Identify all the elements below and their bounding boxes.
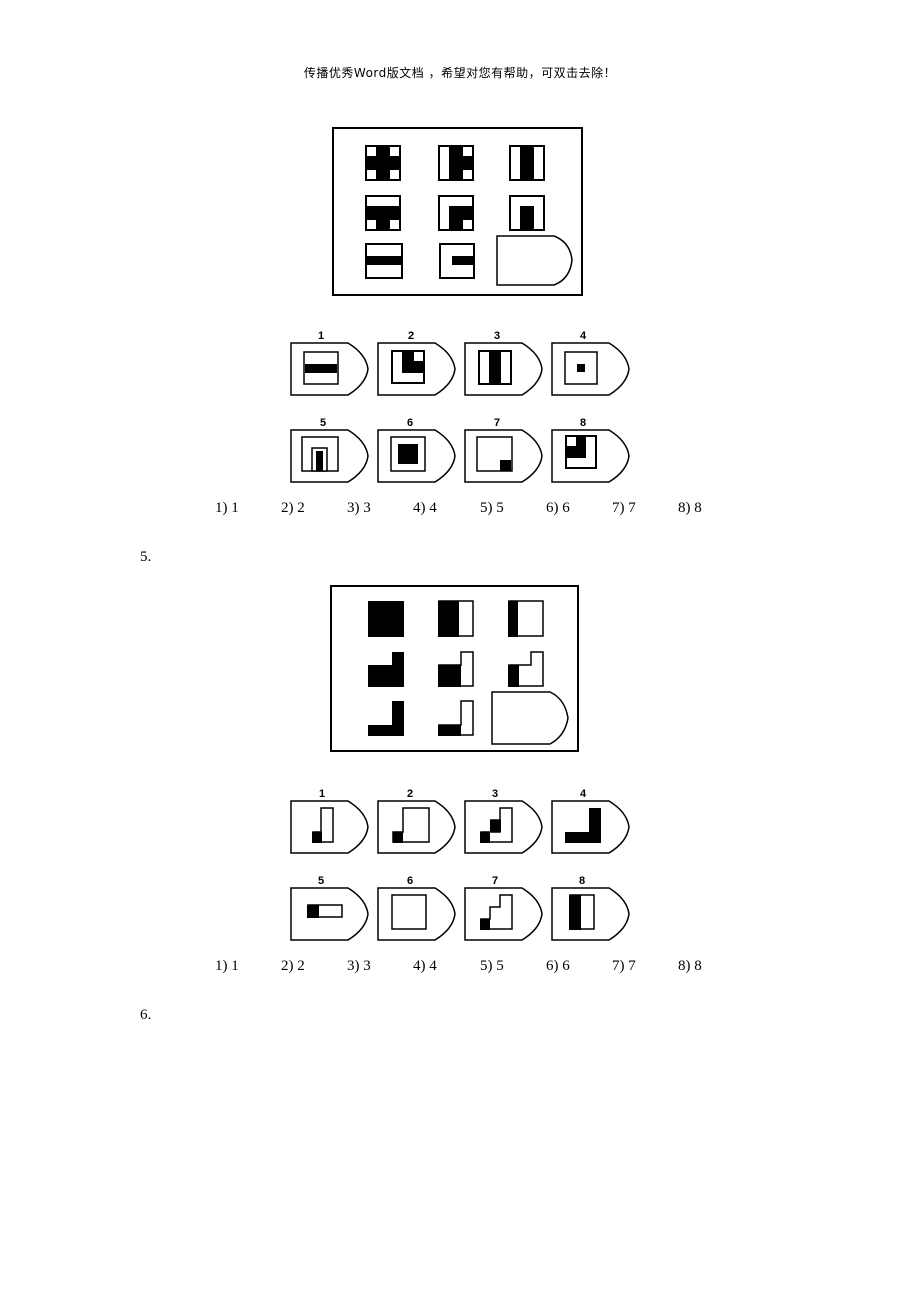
q4-cell-2-1 <box>365 195 401 231</box>
q5-options-figure: 1 2 3 4 5 6 7 8 <box>290 788 630 941</box>
answer-choice[interactable]: 7) 7 <box>612 958 636 974</box>
q4-options-figure: 1 2 3 4 5 6 7 <box>290 330 630 483</box>
q4-option-5[interactable]: 5 <box>290 417 369 483</box>
answer-choice[interactable]: 6) 6 <box>546 958 570 974</box>
q4-option-6[interactable]: 6 <box>377 417 456 483</box>
q4-option-3[interactable]: 3 <box>464 330 543 396</box>
answer-choice[interactable]: 1) 1 <box>215 500 239 516</box>
q4-option-2[interactable]: 2 <box>377 330 456 396</box>
option-label: 4 <box>580 330 587 342</box>
answer-choice[interactable]: 4) 4 <box>413 958 437 974</box>
q5-cell-2-1 <box>368 652 404 687</box>
page-header: 传播优秀Word版文档 ，希望对您有帮助，可双击去除！ <box>303 66 617 80</box>
q4-option-4[interactable]: 4 <box>551 330 630 396</box>
answer-choice[interactable]: 8) 8 <box>678 958 702 974</box>
q4-cell-1-2 <box>438 145 474 181</box>
option-label: 6 <box>407 875 413 887</box>
question-number: 6. <box>140 1007 152 1023</box>
answer-choice[interactable]: 2) 2 <box>281 500 305 516</box>
answer-choice[interactable]: 6) 6 <box>546 500 570 516</box>
option-label: 2 <box>407 788 413 800</box>
q5-cell-1-3 <box>508 600 544 637</box>
q5-matrix-figure <box>330 585 579 752</box>
q4-option-8[interactable]: 8 <box>551 417 630 483</box>
q5-option-3[interactable]: 3 <box>464 788 543 854</box>
q5-cell-3-2 <box>438 700 474 736</box>
q5-cell-1-2 <box>438 600 474 637</box>
q5-cell-2-2 <box>438 651 474 687</box>
q5-missing-cell-shape <box>491 691 569 745</box>
q4-cell-3-1 <box>365 243 403 279</box>
answer-choice[interactable]: 3) 3 <box>347 500 371 516</box>
option-label: 1 <box>318 330 324 342</box>
option-label: 8 <box>579 875 585 887</box>
q4-missing-cell-shape <box>496 235 573 286</box>
option-label: 5 <box>320 417 326 429</box>
answer-choice[interactable]: 4) 4 <box>413 500 437 516</box>
q5-answer-choices: 1) 1 2) 2 3) 3 4) 4 5) 5 6) 6 7) 7 8) 8 <box>0 958 920 978</box>
q5-option-6[interactable]: 6 <box>377 875 456 941</box>
q5-option-8[interactable]: 8 <box>551 875 630 941</box>
q4-cell-1-1 <box>365 145 401 181</box>
q4-cell-1-3 <box>509 145 545 181</box>
question-number: 5. <box>140 549 152 565</box>
option-label: 6 <box>407 417 413 429</box>
q4-matrix-figure <box>332 127 583 296</box>
option-label: 7 <box>494 417 500 429</box>
option-label: 7 <box>492 875 498 887</box>
option-label: 8 <box>580 417 586 429</box>
q4-cell-3-2 <box>439 243 475 279</box>
answer-choice[interactable]: 1) 1 <box>215 958 239 974</box>
q5-option-1[interactable]: 1 <box>290 788 369 854</box>
option-label: 1 <box>319 788 325 800</box>
option-label: 4 <box>580 788 587 800</box>
q5-cell-3-1 <box>368 701 404 736</box>
q5-option-2[interactable]: 2 <box>377 788 456 854</box>
q4-cell-2-2 <box>438 195 474 231</box>
answer-choice[interactable]: 7) 7 <box>612 500 636 516</box>
answer-choice[interactable]: 5) 5 <box>480 958 504 974</box>
answer-choice[interactable]: 5) 5 <box>480 500 504 516</box>
answer-choice[interactable]: 2) 2 <box>281 958 305 974</box>
option-label: 3 <box>492 788 498 800</box>
q5-cell-1-1 <box>368 601 404 637</box>
q4-answer-choices: 1) 1 2) 2 3) 3 4) 4 5) 5 6) 6 7) 7 8) 8 <box>0 500 920 520</box>
option-label: 5 <box>318 875 324 887</box>
option-label: 3 <box>494 330 500 342</box>
option-label: 2 <box>408 330 414 342</box>
q4-cell-2-3 <box>509 195 545 231</box>
q5-option-7[interactable]: 7 <box>464 875 543 941</box>
q5-option-4[interactable]: 4 <box>551 788 630 854</box>
answer-choice[interactable]: 3) 3 <box>347 958 371 974</box>
q5-cell-2-3 <box>508 651 544 687</box>
answer-choice[interactable]: 8) 8 <box>678 500 702 516</box>
q5-option-5[interactable]: 5 <box>290 875 369 941</box>
q4-option-1[interactable]: 1 <box>290 330 369 396</box>
q4-option-7[interactable]: 7 <box>464 417 543 483</box>
